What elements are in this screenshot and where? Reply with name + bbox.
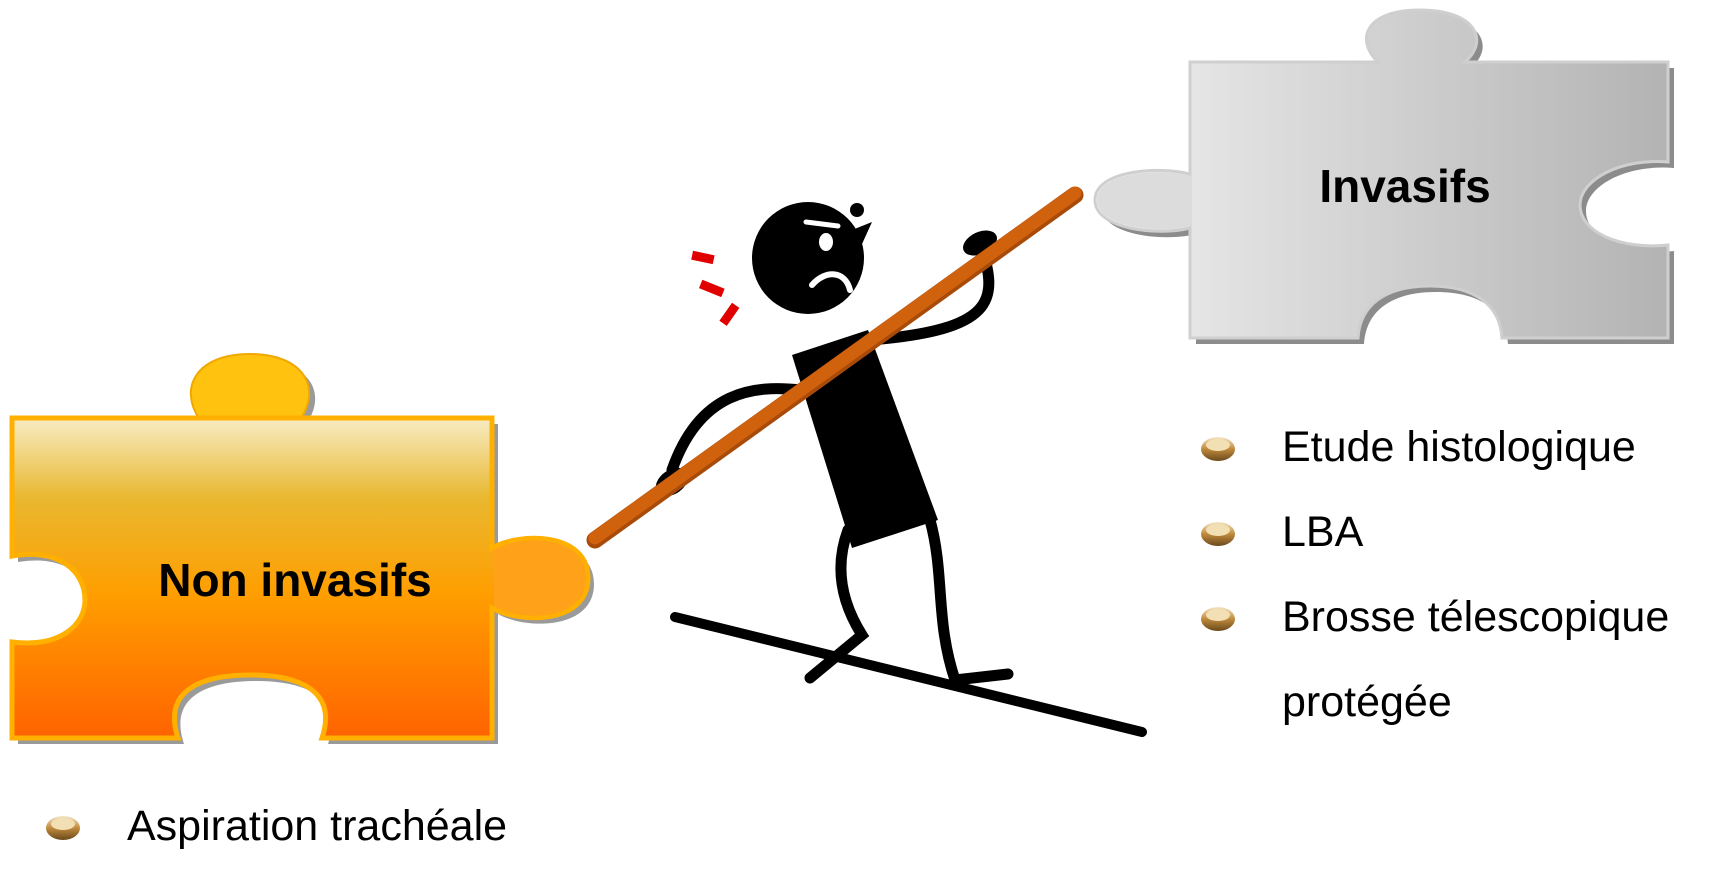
disc-bullet-icon bbox=[45, 812, 81, 842]
list-item: Aspiration trachéale bbox=[45, 784, 507, 869]
invasive-label: Invasifs bbox=[1319, 160, 1490, 212]
list-item-continuation: protégée bbox=[1282, 660, 1669, 745]
disc-bullet-icon bbox=[1200, 518, 1236, 548]
list-item-label: Brosse télescopique bbox=[1282, 593, 1669, 641]
list-item-label: LBA bbox=[1282, 508, 1363, 556]
alarm-mark-1 bbox=[691, 251, 714, 264]
torso bbox=[792, 330, 938, 548]
list-item: LBA bbox=[1200, 490, 1669, 575]
disc-bullet-icon bbox=[1200, 433, 1236, 463]
ground-line bbox=[675, 617, 1142, 732]
right-leg bbox=[930, 520, 1008, 680]
non-invasive-puzzle-piece: Non invasifs bbox=[12, 354, 594, 744]
invasive-methods-list: Etude histologique LBA Brosse télescopiq… bbox=[1200, 405, 1669, 745]
non-invasive-methods-list: Aspiration trachéale bbox=[45, 784, 507, 869]
list-item: Etude histologique bbox=[1200, 405, 1669, 490]
disc-bullet-icon bbox=[1200, 603, 1236, 633]
invasive-puzzle-piece: Invasifs bbox=[1095, 10, 1674, 344]
list-item-label: Aspiration trachéale bbox=[127, 802, 507, 850]
alarm-mark-2 bbox=[699, 280, 725, 297]
eye bbox=[819, 233, 833, 251]
head bbox=[752, 202, 864, 314]
list-item-label: Etude histologique bbox=[1282, 423, 1636, 471]
alarm-mark-3 bbox=[719, 303, 739, 326]
non-invasive-label: Non invasifs bbox=[158, 554, 432, 606]
stick-figure-pushing-pole-icon bbox=[595, 193, 1142, 732]
list-item: Brosse télescopique protégée bbox=[1200, 575, 1669, 745]
